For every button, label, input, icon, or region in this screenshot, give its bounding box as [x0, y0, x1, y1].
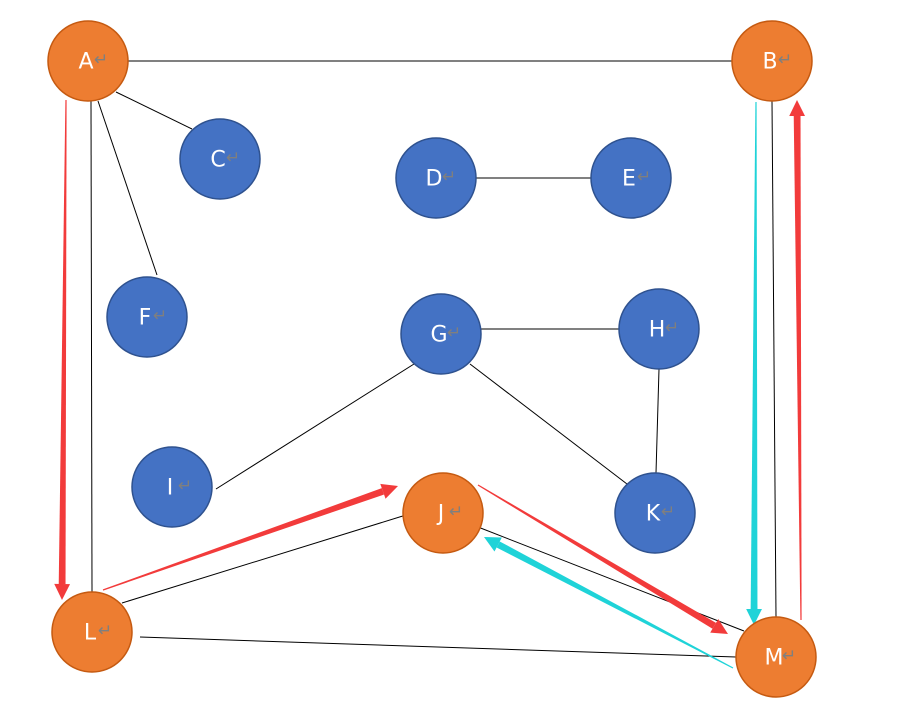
node-l-label: L	[84, 621, 97, 646]
node-a-circle	[47, 20, 129, 102]
node-d: D↵	[395, 137, 477, 219]
edge-h-k	[655, 368, 660, 474]
edge-l-m	[139, 636, 737, 658]
edges-layer	[90, 60, 777, 658]
node-m-return-glyph: ↵	[782, 646, 796, 666]
node-a: A↵	[47, 20, 129, 102]
node-j: J↵	[402, 472, 484, 554]
path-arrow-l-j-red	[102, 483, 398, 591]
path-arrows-layer	[54, 99, 806, 669]
node-c-label: C	[210, 148, 225, 173]
node-j-circle	[402, 472, 484, 554]
node-d-return-glyph: ↵	[442, 167, 456, 187]
path-arrow-m-b-red	[789, 100, 806, 621]
node-l-return-glyph: ↵	[98, 621, 112, 641]
node-j-return-glyph: ↵	[449, 502, 463, 522]
node-i-label: I	[167, 476, 174, 501]
node-e-label: E	[622, 167, 636, 192]
node-e: E↵	[590, 137, 672, 219]
node-m-circle	[735, 616, 817, 698]
node-c-circle	[179, 118, 261, 200]
node-e-return-glyph: ↵	[637, 167, 651, 187]
node-l-circle	[51, 591, 133, 673]
node-a-label: A	[78, 50, 93, 75]
node-g-label: G	[430, 323, 447, 348]
node-c-return-glyph: ↵	[226, 148, 240, 168]
path-arrow-b-m-cyan	[746, 101, 762, 625]
path-arrow-j-m-red	[477, 484, 728, 634]
node-i-return-glyph: ↵	[178, 476, 192, 496]
node-d-label: D	[426, 167, 443, 192]
node-m: M↵	[735, 616, 817, 698]
path-arrow-a-l-red	[54, 99, 71, 600]
node-e-circle	[590, 137, 672, 219]
node-k-circle	[614, 472, 696, 554]
edge-j-m	[477, 526, 745, 632]
node-b-return-glyph: ↵	[778, 50, 792, 70]
node-l: L↵	[51, 591, 133, 673]
edge-g-k	[469, 363, 628, 485]
node-h-label: H	[649, 318, 666, 343]
node-k: K↵	[614, 472, 696, 554]
node-d-circle	[395, 137, 477, 219]
node-h: H↵	[618, 288, 700, 370]
edge-a-l	[90, 100, 93, 593]
path-arrow-m-j-cyan	[484, 537, 734, 669]
node-g-circle	[400, 293, 482, 375]
node-m-label: M	[765, 646, 784, 671]
node-g-return-glyph: ↵	[447, 323, 461, 343]
node-j-label: J	[436, 502, 445, 527]
node-i-circle	[131, 446, 213, 528]
edge-l-j	[121, 514, 407, 604]
node-f-return-glyph: ↵	[153, 306, 167, 326]
node-b-label: B	[762, 50, 777, 75]
node-a-return-glyph: ↵	[94, 50, 108, 70]
node-b-circle	[731, 20, 813, 102]
node-k-return-glyph: ↵	[661, 502, 675, 522]
node-h-return-glyph: ↵	[665, 318, 679, 338]
node-b: B↵	[731, 20, 813, 102]
node-c: C↵	[179, 118, 261, 200]
node-f: F↵	[106, 276, 188, 358]
nodes-layer: A↵B↵C↵D↵E↵F↵G↵H↵I↵J↵K↵L↵M↵	[47, 20, 817, 698]
node-f-label: F	[139, 306, 152, 331]
edge-g-i	[215, 363, 415, 490]
edge-a-f	[97, 100, 158, 276]
edge-a-c	[115, 91, 193, 130]
node-i: I↵	[131, 446, 213, 528]
node-k-label: K	[646, 502, 661, 527]
node-h-circle	[618, 288, 700, 370]
node-g: G↵	[400, 293, 482, 375]
edge-b-m	[771, 100, 777, 618]
node-f-circle	[106, 276, 188, 358]
